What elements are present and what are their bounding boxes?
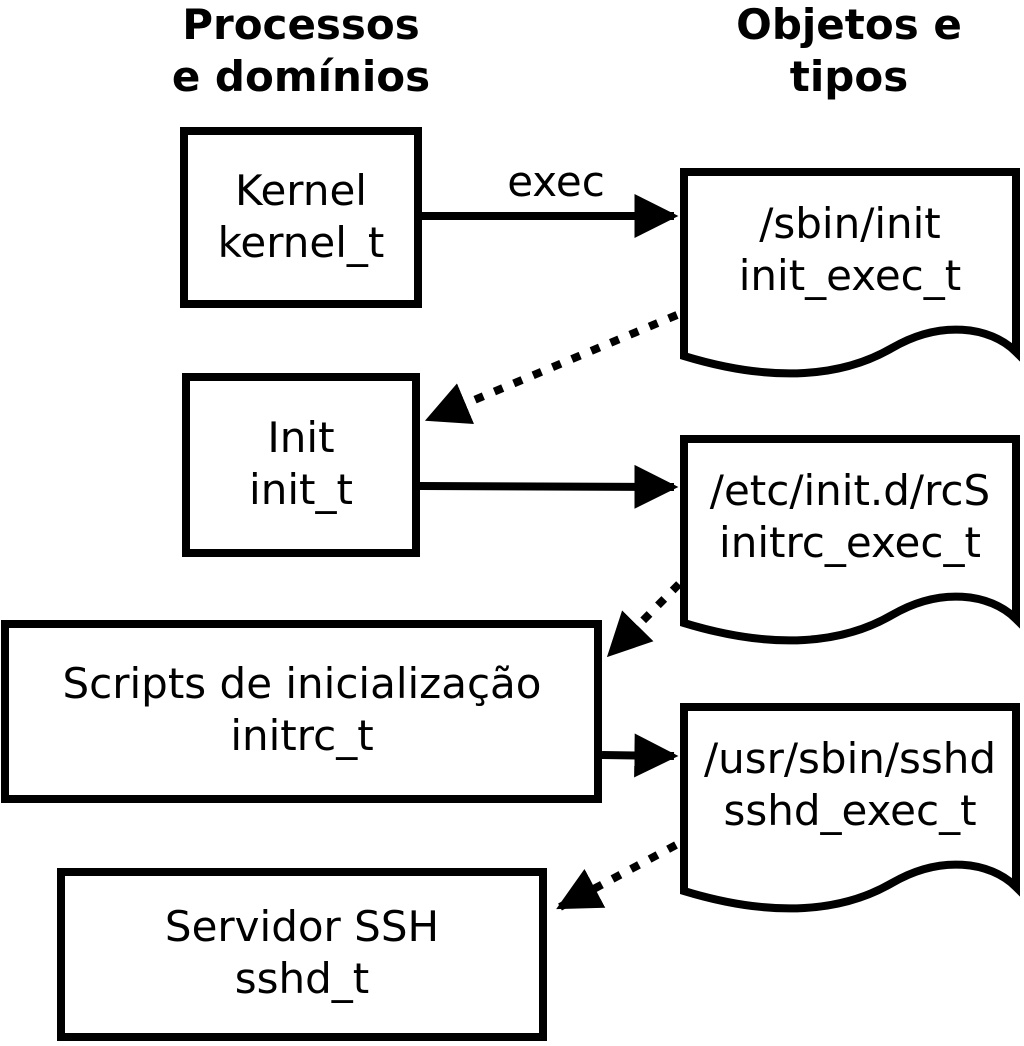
process-box-initrc-label: Scripts de inicialização [62, 659, 541, 708]
process-box-sshd-label: Servidor SSH [165, 902, 439, 951]
process-box-init-domain: init_t [249, 465, 353, 514]
exec-label: exec [507, 157, 605, 206]
object-doc-initrc-path: /etc/init.d/rcS [710, 466, 990, 515]
process-box-initrc-rect [1, 620, 602, 803]
object-doc-init-path: /sbin/init [759, 199, 941, 248]
object-doc-sshd-path: /usr/sbin/sshd [704, 734, 996, 783]
column-header-processes: Processos e domínios [172, 0, 430, 101]
column-header-objects: Objetos e tipos [736, 0, 962, 101]
exec-arrow-init-to-rcs [419, 464, 679, 509]
document-shape [680, 168, 1020, 378]
column-header-processes-line2: e domínios [172, 52, 430, 101]
document-shape [680, 435, 1020, 645]
object-doc-initrc: /etc/init.d/rcS initrc_exec_t [680, 435, 1020, 645]
object-doc-init-type: init_exec_t [739, 251, 962, 300]
column-header-objects-line1: Objetos e [736, 0, 962, 49]
column-header-objects-line2: tipos [790, 52, 908, 101]
process-box-kernel: Kernel kernel_t [180, 127, 422, 308]
transition-arrow-to-init [424, 311, 679, 424]
process-box-init: Init init_t [182, 373, 420, 557]
exec-arrow-initrc-to-sshd [601, 733, 679, 778]
object-doc-init: /sbin/init init_exec_t [680, 168, 1020, 378]
process-box-sshd-domain: sshd_t [235, 954, 370, 1003]
process-box-kernel-rect [180, 127, 422, 308]
document-shape [680, 703, 1020, 913]
transition-arrow-to-sshd [556, 841, 678, 911]
process-box-sshd: Servidor SSH sshd_t [57, 868, 547, 1041]
process-box-kernel-domain: kernel_t [218, 218, 385, 267]
process-box-initrc-domain: initrc_t [230, 711, 373, 760]
column-header-processes-line1: Processos [182, 0, 420, 49]
process-box-init-label: Init [267, 413, 334, 462]
process-box-sshd-rect [57, 868, 547, 1041]
process-box-init-rect [182, 373, 420, 557]
exec-arrow-kernel-to-init: exec [422, 157, 679, 238]
process-box-kernel-label: Kernel [235, 166, 367, 215]
object-doc-sshd-type: sshd_exec_t [723, 786, 976, 835]
object-doc-initrc-type: initrc_exec_t [719, 518, 981, 567]
process-box-initrc: Scripts de inicialização initrc_t [1, 620, 602, 803]
object-doc-sshd: /usr/sbin/sshd sshd_exec_t [680, 703, 1020, 913]
transition-arrow-to-initrc [606, 581, 682, 658]
